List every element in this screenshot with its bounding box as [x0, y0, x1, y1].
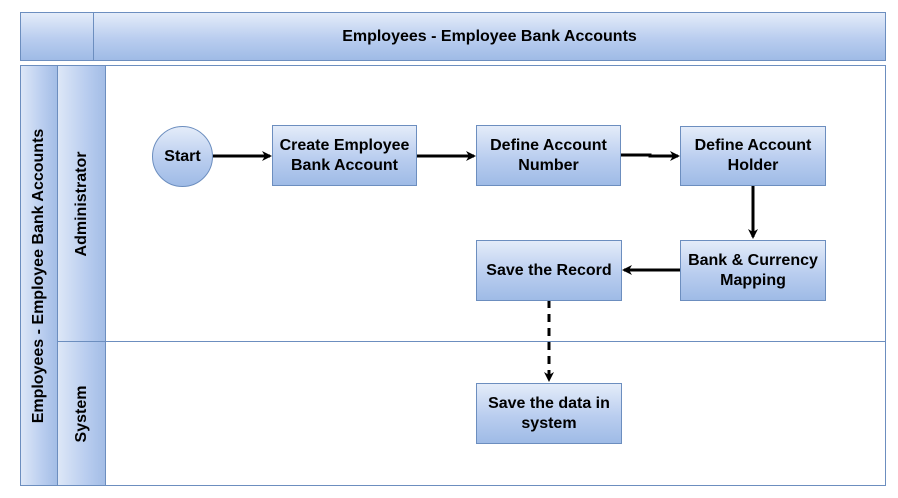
lane-label-administrator: Administrator [72, 151, 90, 256]
lane-header-system: System [57, 341, 106, 486]
save-the-record-label: Save the Record [486, 261, 612, 279]
pool-header: Employees - Employee Bank Accounts [20, 65, 58, 486]
save-the-record-node[interactable]: Save the Record [476, 240, 622, 301]
diagram-title-text: Employees - Employee Bank Accounts [342, 27, 637, 45]
save-data-in-system-label: Save the data in system [488, 394, 610, 432]
define-account-number-node[interactable]: Define Account Number [476, 125, 621, 186]
save-data-in-system-node[interactable]: Save the data in system [476, 383, 622, 444]
pool-label: Employees - Employee Bank Accounts [30, 128, 47, 423]
create-employee-bank-account-node[interactable]: Create Employee Bank Account [272, 125, 417, 186]
define-account-number-label: Define Account Number [490, 136, 607, 174]
lane-header-administrator: Administrator [57, 65, 106, 342]
start-node[interactable]: Start [152, 126, 213, 187]
bank-currency-mapping-node[interactable]: Bank & Currency Mapping [680, 240, 826, 301]
start-node-label: Start [164, 147, 201, 165]
lane-label-system: System [72, 385, 90, 442]
bank-currency-mapping-label: Bank & Currency Mapping [688, 251, 818, 289]
define-account-holder-node[interactable]: Define Account Holder [680, 126, 826, 186]
create-employee-bank-account-label: Create Employee Bank Account [279, 136, 410, 174]
header-left-cell [20, 12, 94, 61]
diagram-title: Employees - Employee Bank Accounts [93, 12, 886, 61]
define-account-holder-label: Define Account Holder [694, 137, 812, 174]
